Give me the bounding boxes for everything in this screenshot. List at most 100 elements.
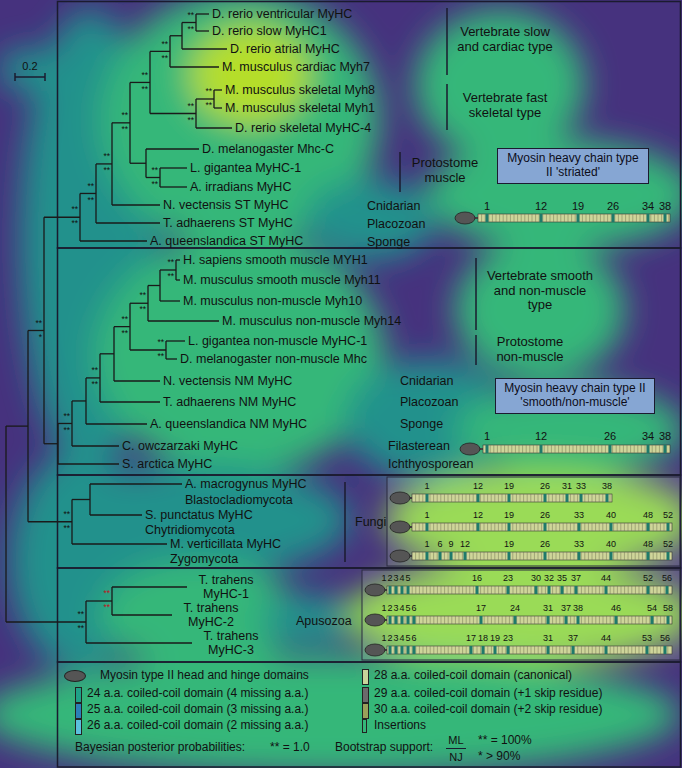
heptad-stripe — [455, 646, 456, 654]
heptad-stripe — [516, 586, 517, 594]
heptad-stripe — [517, 214, 518, 222]
heptad-stripe — [657, 586, 658, 594]
domain-number: 31 — [543, 603, 553, 613]
heptad-stripe — [527, 586, 528, 594]
tree-branch — [196, 98, 214, 99]
heptad-stripe — [451, 494, 452, 502]
heptad-stripe — [635, 523, 636, 531]
heptad-stripe — [480, 552, 481, 560]
domain-number: 40 — [606, 510, 616, 520]
taxon-label: N. vectensis ST MyHC — [163, 198, 289, 212]
heptad-stripe — [419, 586, 420, 594]
heptad-stripe — [563, 646, 564, 654]
domain-number: 3 — [393, 603, 398, 613]
axis-label: NJ — [449, 751, 462, 763]
heptad-stripe — [469, 616, 470, 624]
heptad-stripe — [563, 616, 564, 624]
domain-number: 1 — [484, 430, 490, 442]
heptad-stripe — [462, 586, 463, 594]
heptad-stripe — [545, 616, 546, 624]
fraction-line — [446, 748, 466, 749]
heptad-stripe — [588, 586, 589, 594]
heptad-stripe — [664, 552, 665, 560]
support-value: ** — [87, 182, 94, 192]
heptad-stripe — [487, 523, 488, 531]
color-swatch — [362, 703, 369, 719]
domain-number: 48 — [643, 539, 653, 549]
heptad-stripe — [598, 445, 599, 453]
heptad-stripe — [498, 646, 499, 654]
domain-marker — [580, 494, 583, 502]
heptad-stripe — [487, 646, 488, 654]
taxon-label: Filasterean — [388, 439, 450, 453]
heptad-stripe — [473, 646, 474, 654]
heptad-stripe — [458, 494, 459, 502]
domain-marker — [535, 586, 538, 594]
heptad-stripe — [484, 494, 485, 502]
heptad-stripe — [603, 616, 604, 624]
tree-branch — [6, 425, 28, 426]
domain-number: 26 — [607, 200, 619, 212]
domain-number: 12 — [460, 539, 470, 549]
domain-number: 37 — [568, 633, 578, 643]
heptad-stripe — [505, 616, 506, 624]
coiled-coil-rod — [387, 646, 672, 654]
heptad-stripe — [484, 523, 485, 531]
domain-marker — [464, 552, 467, 560]
heptad-stripe — [634, 445, 635, 453]
taxon-label: D. rerio slow MyHC1 — [212, 24, 327, 38]
domain-marker — [395, 616, 398, 624]
heptad-stripe — [552, 552, 553, 560]
domain-marker — [647, 552, 650, 560]
scale-bar — [15, 73, 45, 81]
heptad-stripe — [512, 494, 513, 502]
domain-marker — [508, 552, 511, 560]
group-label: Vertebrate slow and cardiac type — [453, 25, 558, 54]
heptad-stripe — [510, 214, 511, 222]
heptad-stripe — [541, 646, 542, 654]
tree-branch — [5, 426, 6, 622]
heptad-stripe — [602, 552, 603, 560]
heptad-stripe — [415, 494, 416, 502]
tree-branch — [182, 22, 196, 23]
tree-branch — [58, 423, 72, 424]
domain-marker — [612, 214, 615, 222]
tree-branch — [150, 51, 170, 52]
taxon-label: T. trahens MyHC-2 — [175, 601, 247, 629]
taxon-label: T. trahens MyHC-1 — [190, 573, 262, 601]
heptad-stripe — [574, 494, 575, 502]
heptad-stripe — [444, 552, 445, 560]
support-value: ** — [63, 524, 70, 534]
domain-marker — [664, 646, 667, 654]
heptad-stripe — [556, 586, 557, 594]
domain-marker — [544, 523, 547, 531]
domain-number: 12 — [473, 510, 483, 520]
tree-branch — [145, 149, 146, 178]
heptad-stripe — [635, 586, 636, 594]
domain-number: 33 — [574, 510, 584, 520]
heptad-stripe — [631, 616, 632, 624]
heptad-stripe — [653, 552, 654, 560]
heptad-stripe — [583, 445, 584, 453]
tree-branch — [147, 286, 148, 322]
heptad-stripe — [654, 214, 655, 222]
heptad-stripe — [426, 586, 427, 594]
tree-branch — [99, 354, 100, 402]
heptad-stripe — [462, 494, 463, 502]
taxon-label: L. gigantea non-muscle MyHC-1 — [188, 334, 367, 348]
domain-number: 1 — [484, 200, 490, 212]
heptad-stripe — [638, 523, 639, 531]
heptad-stripe — [444, 586, 445, 594]
legend-note: Bootstrap support: — [335, 741, 433, 754]
domain-marker — [486, 214, 489, 222]
heptad-stripe — [496, 214, 497, 222]
heptad-stripe — [437, 523, 438, 531]
heptad-stripe — [613, 523, 614, 531]
heptad-stripe — [616, 445, 617, 453]
domain-marker — [651, 616, 654, 624]
heptad-stripe — [642, 616, 643, 624]
heptad-stripe — [433, 523, 434, 531]
heptad-stripe — [520, 523, 521, 531]
domain-number: 37 — [571, 573, 581, 583]
heptad-stripe — [617, 552, 618, 560]
